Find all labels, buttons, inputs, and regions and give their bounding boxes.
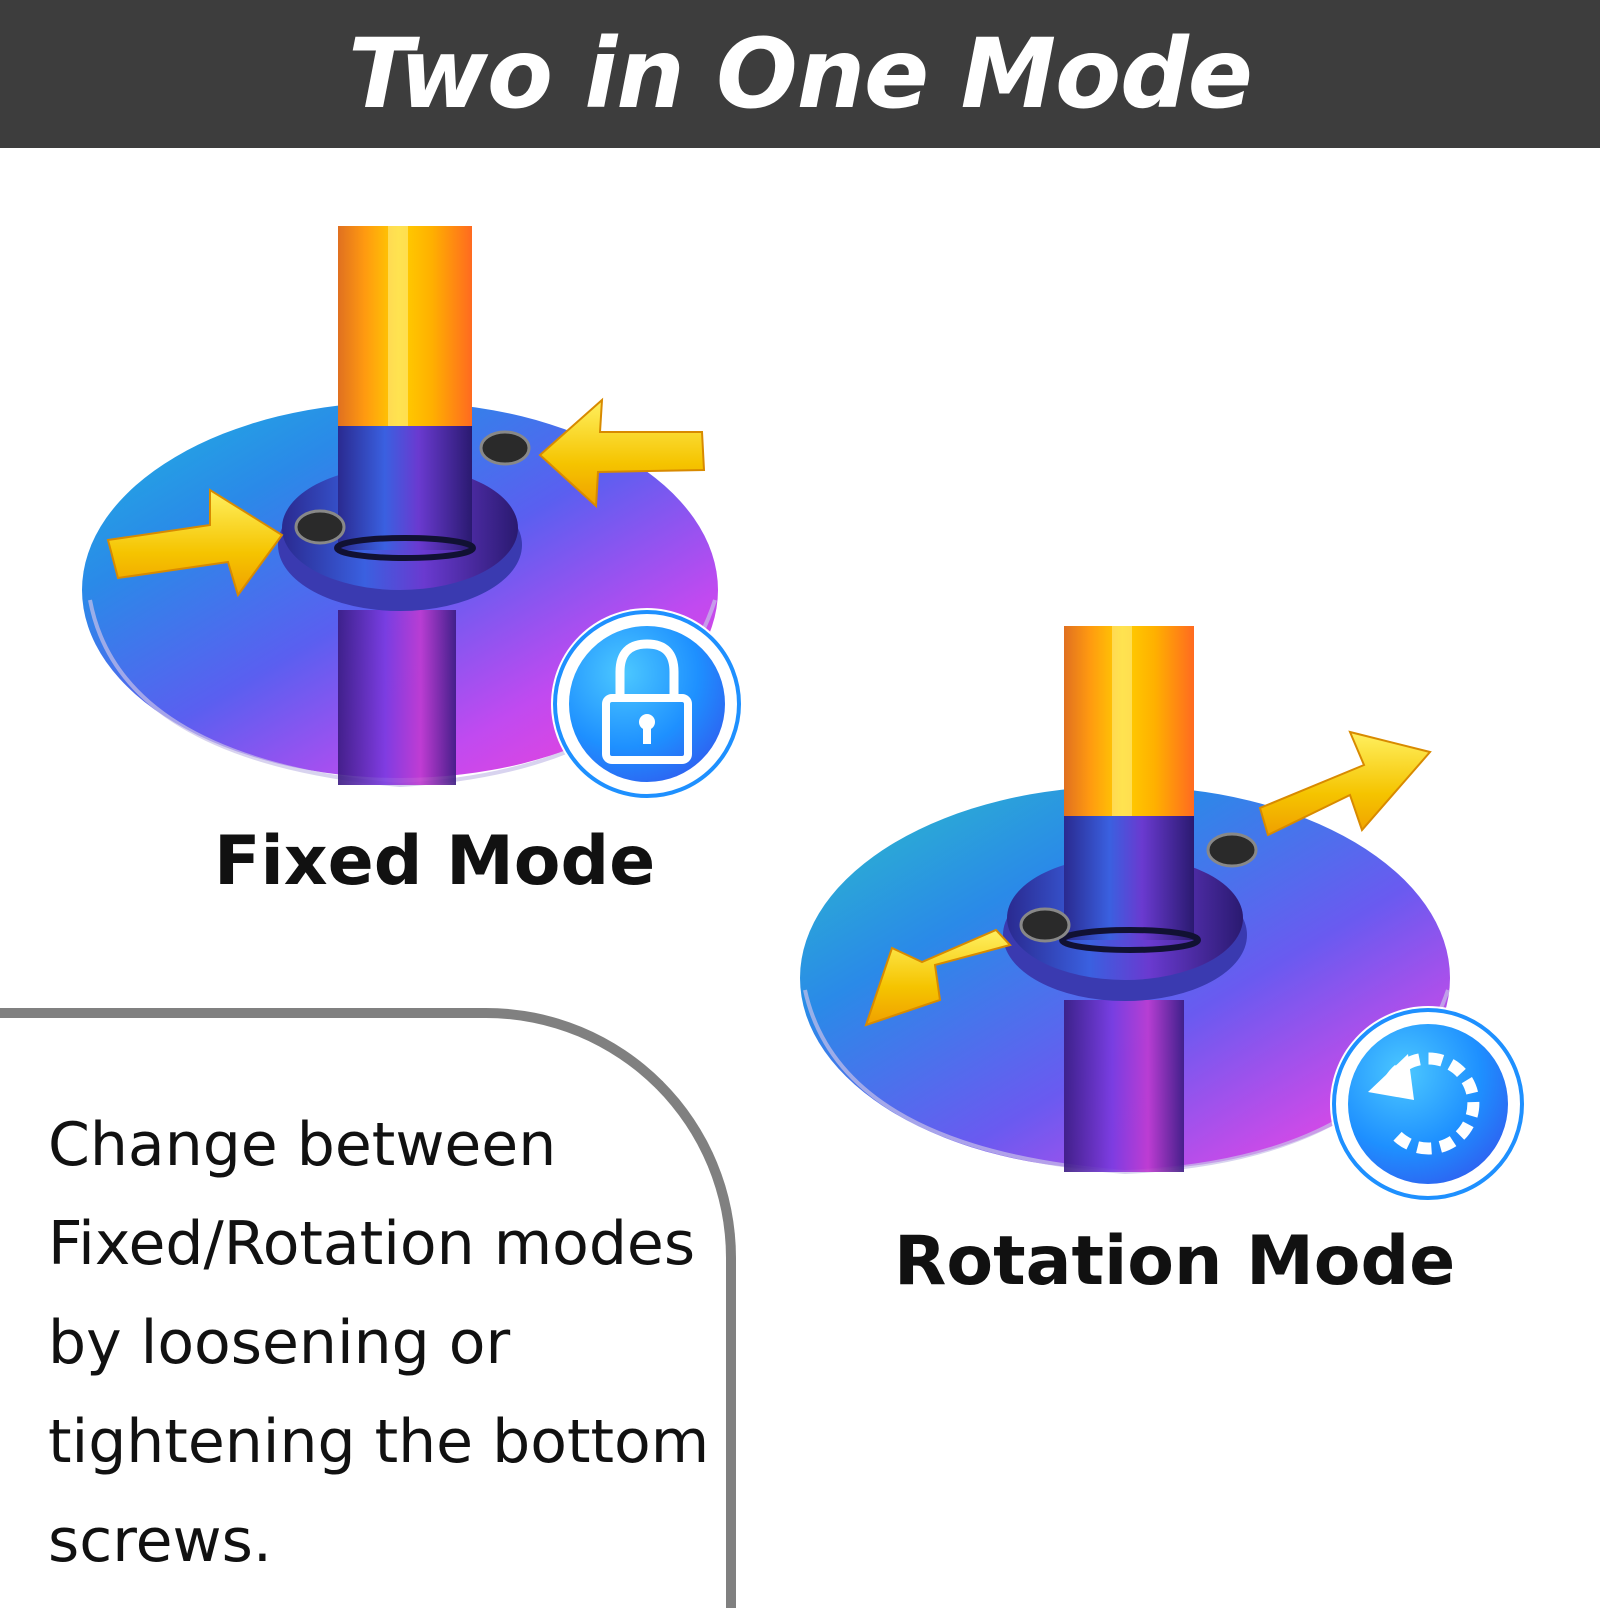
arrow-out-right [1258, 730, 1432, 837]
header-bar: Two in One Mode [0, 0, 1600, 148]
arrow-in-right [538, 397, 706, 509]
fixed-mode-label: Fixed Mode [214, 822, 656, 901]
screw-right [479, 430, 531, 466]
pole-highlight [1112, 626, 1132, 816]
arrow-in-left [106, 488, 284, 598]
pole-highlight [388, 226, 408, 426]
page-title: Two in One Mode [348, 18, 1253, 130]
pole-reflection [338, 610, 456, 785]
collar-groove [1059, 927, 1201, 953]
screw-left [294, 509, 346, 545]
screw-right [1206, 832, 1258, 868]
pole-reflection [1064, 1000, 1184, 1172]
fixed-mode-figure [82, 226, 743, 800]
rotation-mode-label: Rotation Mode [894, 1222, 1456, 1301]
screw-left [1019, 907, 1071, 943]
rotate-icon [1368, 1052, 1480, 1155]
collar-groove [334, 535, 476, 561]
rotation-mode-figure [800, 626, 1526, 1202]
lock-icon [602, 639, 692, 764]
description-panel: Change between Fixed/Rotation modes by l… [0, 1008, 736, 1608]
description-text: Change between Fixed/Rotation modes by l… [48, 1110, 710, 1576]
arrow-out-left [864, 928, 1012, 1027]
lock-badge [551, 608, 743, 800]
rotate-badge [1330, 1006, 1526, 1202]
